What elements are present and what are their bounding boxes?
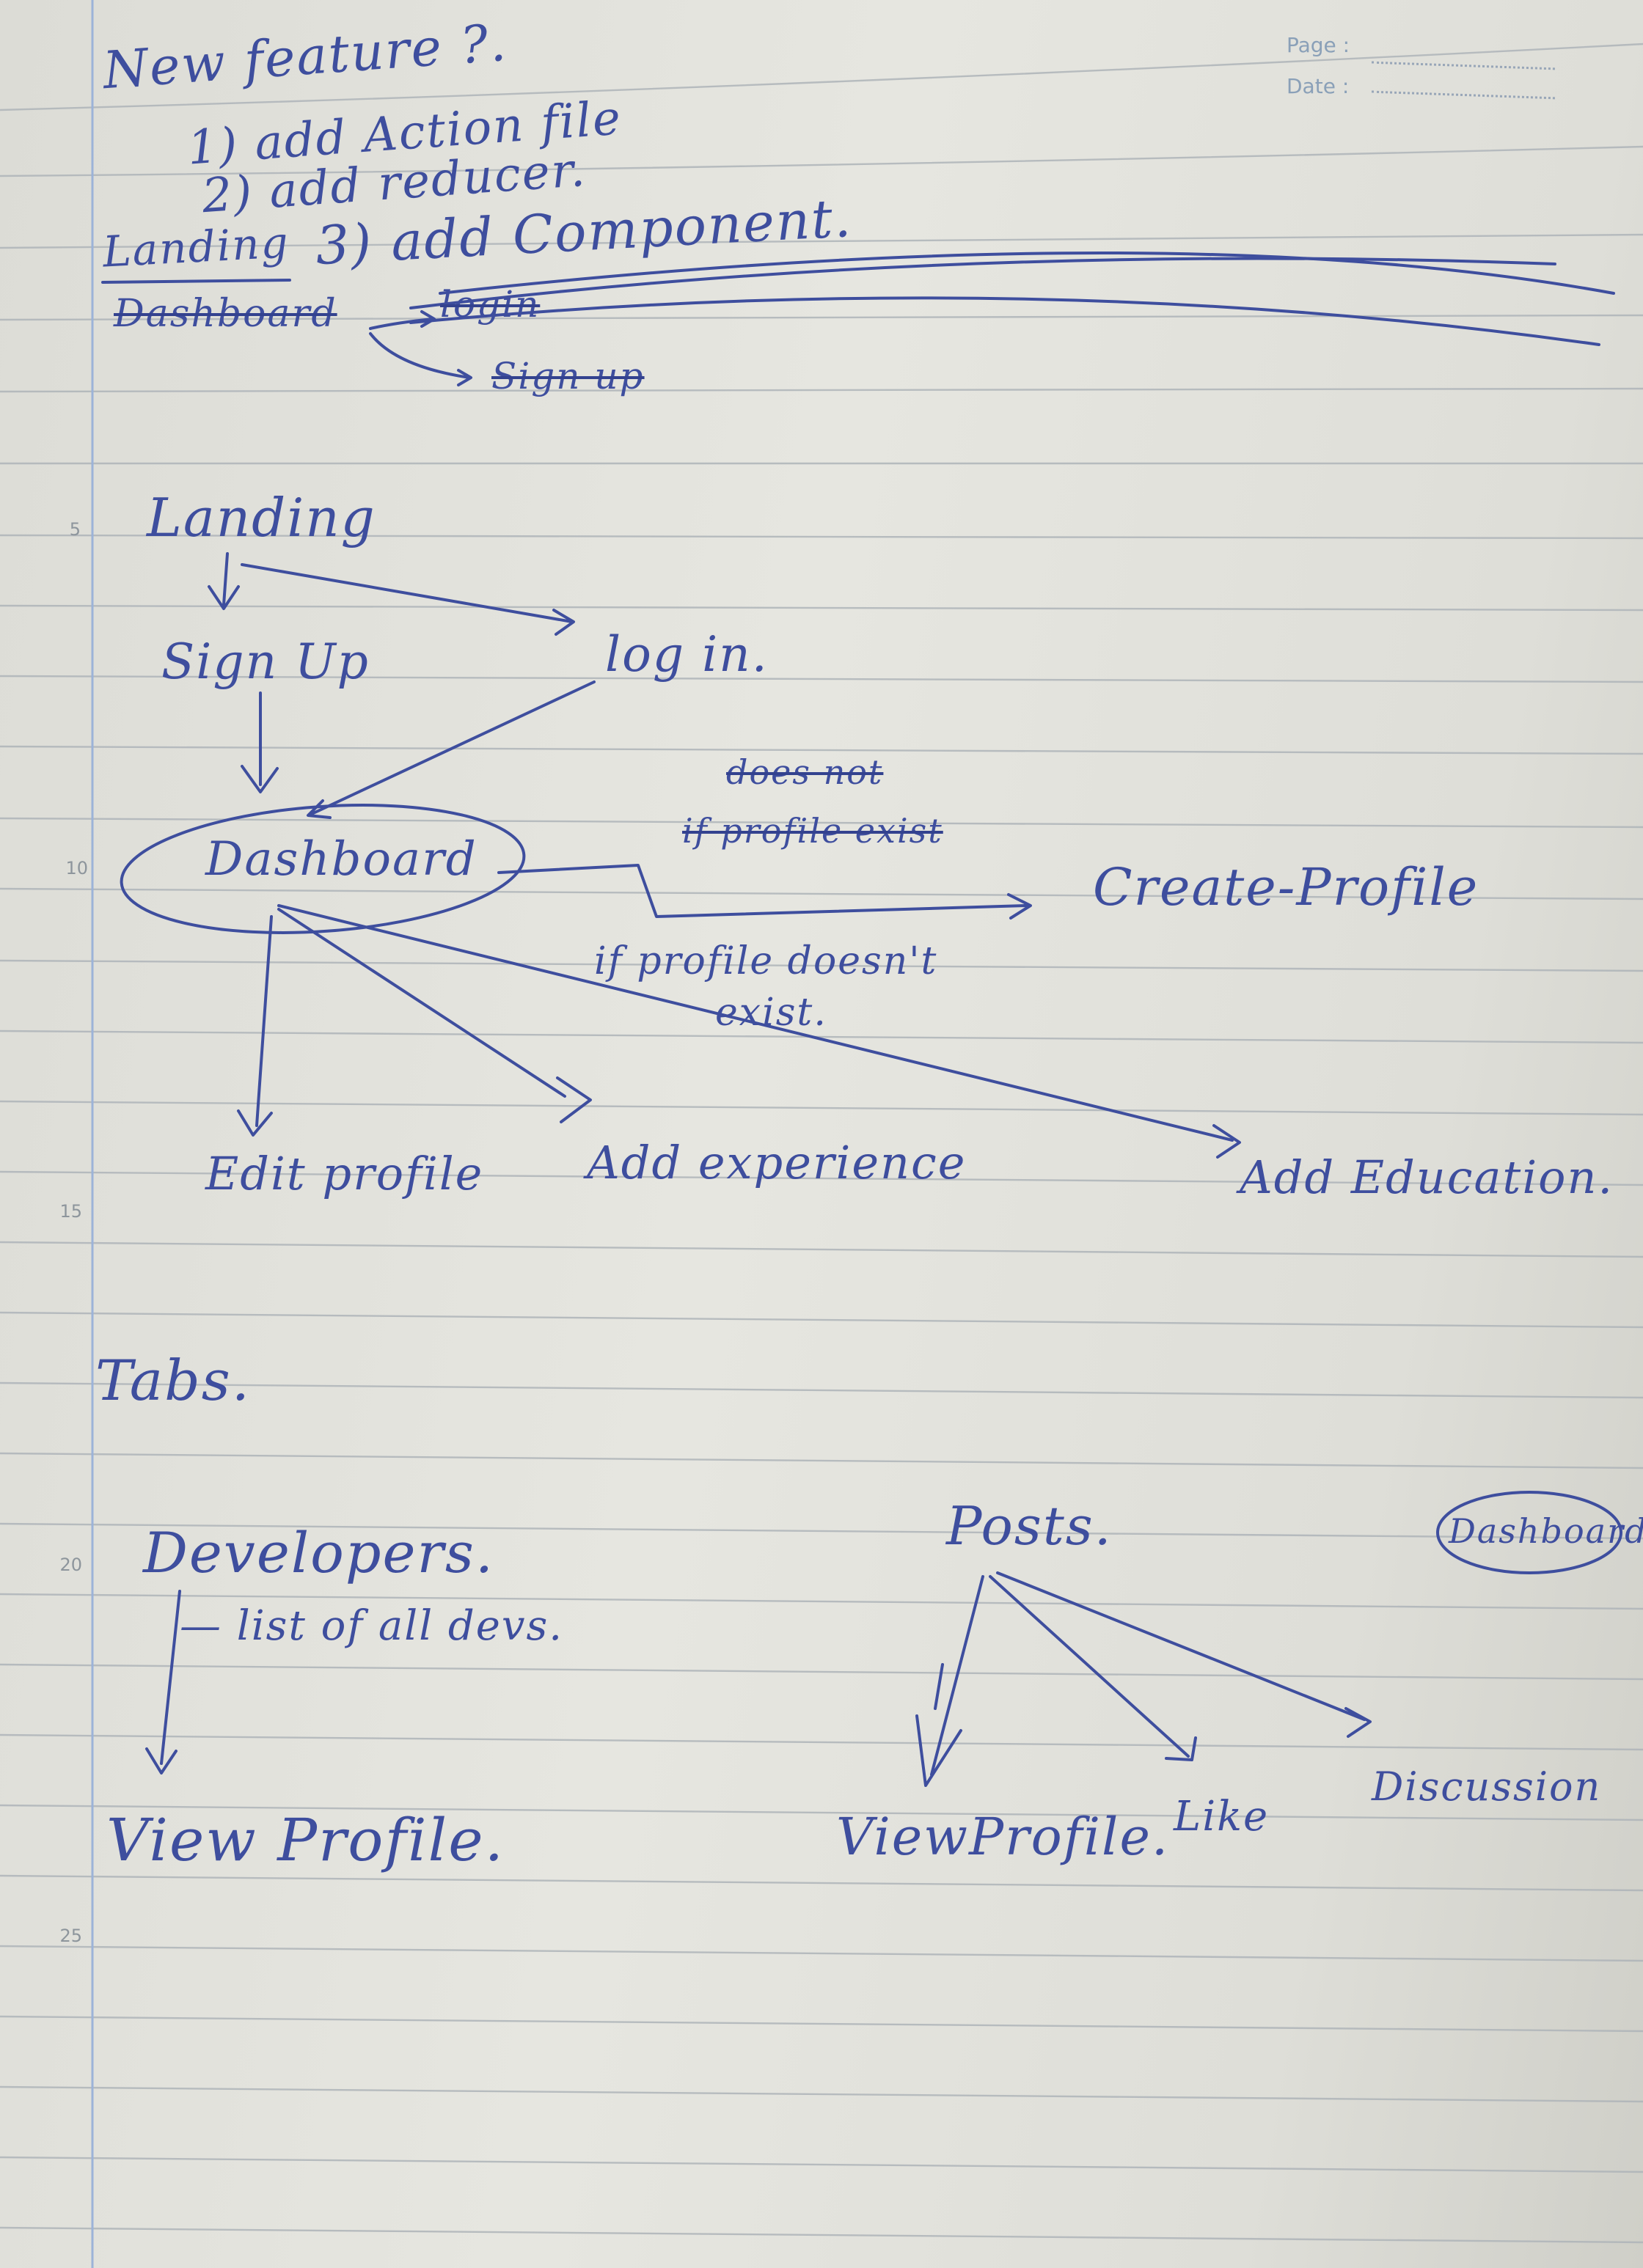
flow-landing: Landing [147, 487, 376, 548]
tabs-dashboard-circled: Dashboard [1449, 1511, 1643, 1551]
arrow-dashboard-education [277, 904, 1241, 1159]
signup-struck: Sign up [491, 355, 645, 397]
tabs-posts: Posts. [946, 1495, 1113, 1557]
long-pen-stroke [439, 252, 1615, 295]
dashboard-struck: Dashboard [114, 292, 337, 336]
arrow-posts-discussion [996, 1571, 1372, 1738]
flow-add-experience: Add experience [587, 1136, 967, 1189]
tabs-discussion: Discussion [1372, 1764, 1602, 1810]
tabs-view-profile-left: View Profile. [106, 1806, 505, 1874]
long-pen-stroke [409, 257, 1556, 309]
line-number: 10 [65, 858, 88, 878]
flow-dashboard: Dashboard [205, 832, 477, 887]
arrow-landing-signup [208, 552, 240, 610]
line-number: 20 [59, 1555, 82, 1575]
flow-log-in: log in. [605, 626, 769, 683]
tabs-view-profile-right: ViewProfile. [836, 1807, 1170, 1867]
arrow-dashboard-experience [277, 908, 592, 1123]
arrow-signup-dashboard [241, 691, 279, 793]
arrow-posts-like [989, 1575, 1197, 1761]
long-pen-stroke [409, 296, 1600, 346]
flow-add-education: Add Education. [1240, 1150, 1614, 1204]
page-label: Page : [1287, 33, 1350, 57]
line-number: 15 [59, 1201, 82, 1222]
line-number: 25 [59, 1926, 82, 1946]
flow-exist: exist. [715, 991, 827, 1035]
arrow-dashboard-editprofile [237, 915, 273, 1137]
arrow-posts-viewprofile [915, 1575, 984, 1787]
dashboard-circled-outline [1436, 1491, 1622, 1574]
line-number: 5 [69, 519, 81, 540]
does-not-struck: does not [726, 752, 884, 792]
arrow-login [369, 310, 436, 330]
arrow-dashboard-createprofile [497, 864, 1032, 920]
date-label: Date : [1287, 74, 1350, 98]
arrow-signup [369, 332, 472, 386]
login-struck: login [440, 283, 541, 326]
tabs-like: Like [1174, 1793, 1270, 1841]
arrow-developers-viewprofile [145, 1590, 181, 1775]
arrow-landing-login [241, 563, 575, 636]
dashboard-circle [120, 804, 526, 934]
underline [101, 279, 291, 284]
flow-create-profile: Create-Profile [1093, 857, 1479, 917]
landing-label: Landing [101, 217, 291, 277]
if-profile-exist-struck: if profile exist [682, 811, 943, 851]
flow-if-profile-doesnt: if profile doesn't [594, 939, 938, 983]
ink-strokes [101, 252, 1622, 1787]
tabs-developers: Developers. [143, 1520, 495, 1585]
tabs-list-of-devs: — list of all devs. [180, 1602, 564, 1650]
tabs-title: Tabs. [95, 1348, 251, 1413]
flow-sign-up: Sign Up [161, 634, 370, 690]
flow-edit-profile: Edit profile [205, 1147, 484, 1200]
